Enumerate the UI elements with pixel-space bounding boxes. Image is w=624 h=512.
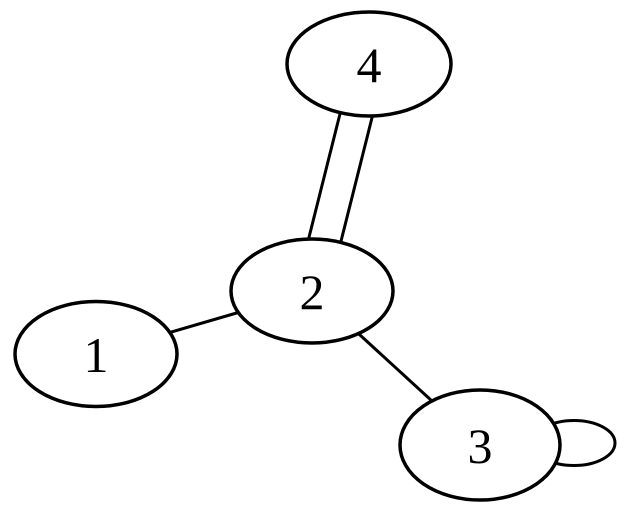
node-label-1: 1 (84, 327, 109, 383)
graph-node-1 (13, 299, 179, 409)
node-label-4: 4 (357, 37, 382, 93)
graph-node-4 (285, 10, 453, 118)
graph-node-2 (229, 237, 395, 345)
graph-node-3 (398, 388, 562, 502)
node-label-2: 2 (300, 264, 325, 320)
node-label-3: 3 (468, 418, 493, 474)
